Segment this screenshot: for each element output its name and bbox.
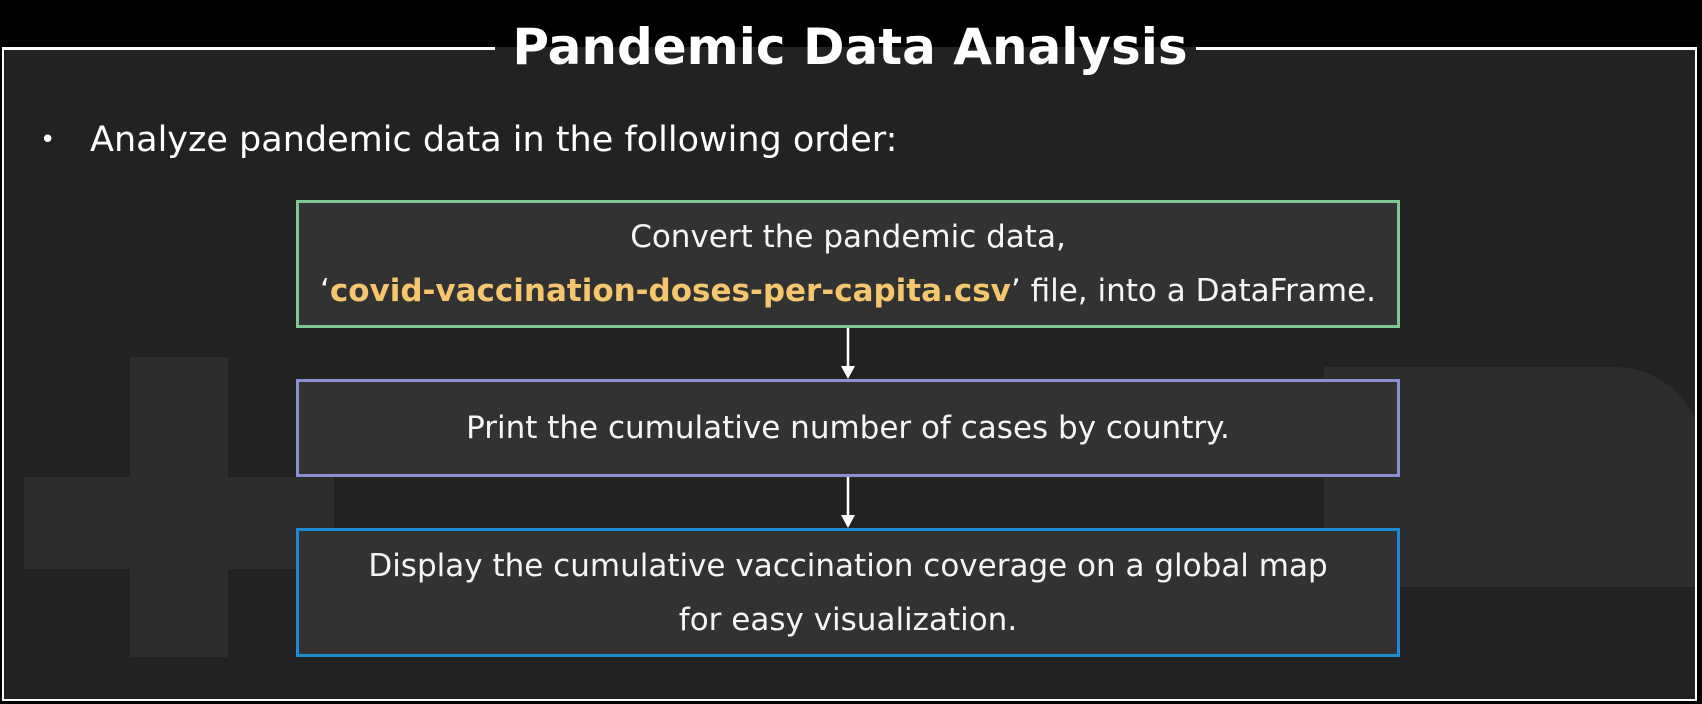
frame-top-border-right <box>1196 47 1697 50</box>
step-1-line-1: Convert the pandemic data, <box>630 219 1066 255</box>
csv-filename: covid-vaccination-doses-per-capita.csv <box>329 273 1011 309</box>
step-3-line-2: for easy visualization. <box>678 601 1018 638</box>
step-3-line-1: Display the cumulative vaccination cover… <box>368 547 1328 584</box>
step-box-display-map: Display the cumulative vaccination cover… <box>296 528 1400 657</box>
down-arrow-icon <box>841 477 855 528</box>
frame-top-border-left <box>2 47 495 50</box>
step-2-line-1: Print the cumulative number of cases by … <box>466 410 1230 446</box>
slide-title: Pandemic Data Analysis <box>512 18 1188 76</box>
step-box-print-cases: Print the cumulative number of cases by … <box>296 379 1400 477</box>
step-box-convert-data: Convert the pandemic data, ‘covid-vaccin… <box>296 200 1400 328</box>
step-1-line-2: ‘covid-vaccination-doses-per-capita.csv’… <box>320 264 1376 318</box>
step-1-line-2-suffix: ’ file, into a DataFrame. <box>1010 273 1377 309</box>
bullet-text: Analyze pandemic data in the following o… <box>90 120 898 160</box>
open-quote: ‘ <box>319 273 330 309</box>
bullet-dot: • <box>40 125 56 155</box>
down-arrow-icon <box>841 328 855 379</box>
background-shape-left-horizontal <box>24 477 334 569</box>
